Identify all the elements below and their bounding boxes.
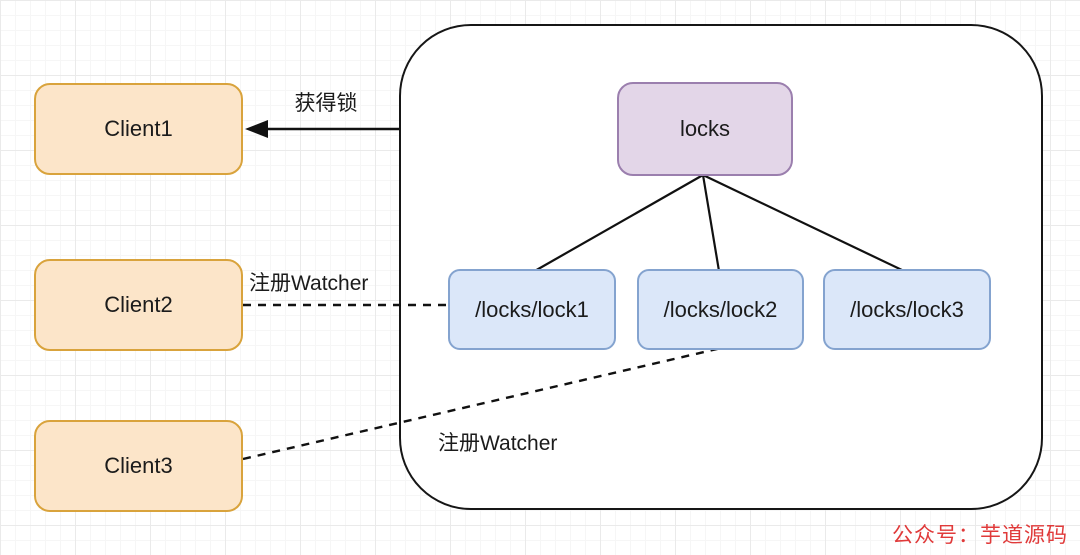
lock3-label: /locks/lock3 (850, 296, 964, 322)
client3-node: Client3 (34, 420, 243, 512)
locks-root-node: locks (617, 82, 793, 176)
client1-label: Client1 (104, 116, 173, 141)
acquire-lock-arrowhead-icon (245, 120, 268, 138)
client1-node: Client1 (34, 83, 243, 175)
lock2-label: /locks/lock2 (663, 296, 778, 322)
acquire-lock-label: 获得锁 (294, 92, 358, 115)
lock3-node: /locks/lock3 (823, 269, 991, 350)
register-watcher-label-client3: 注册Watcher (438, 432, 558, 455)
client2-node: Client2 (34, 259, 243, 351)
register-watcher-label-client2: 注册Watcher (249, 272, 369, 295)
lock1-node: /locks/lock1 (448, 269, 616, 350)
watermark-text: 公众号：芋道源码 (892, 523, 1068, 547)
locks-root-label: locks (679, 116, 731, 141)
lock1-label: /locks/lock1 (475, 296, 589, 322)
client3-label: Client3 (104, 453, 173, 478)
client2-label: Client2 (104, 292, 173, 317)
lock2-node: /locks/lock2 (637, 269, 804, 350)
